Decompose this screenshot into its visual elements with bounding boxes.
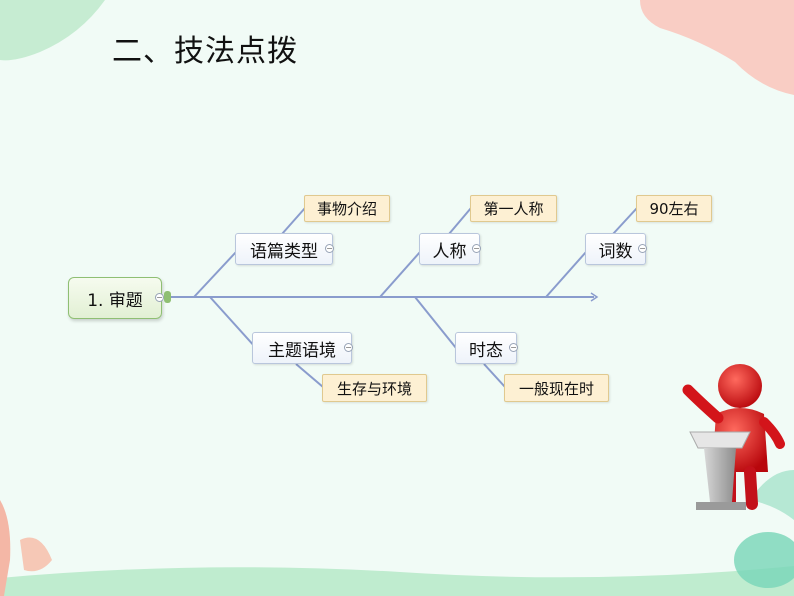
bottom-right-leaf — [734, 532, 794, 588]
branch-genre[interactable]: 语篇类型 — [235, 233, 333, 265]
branch-genre-collapse-icon[interactable]: − — [325, 244, 334, 253]
leaf-genre-label: 事物介绍 — [316, 200, 377, 218]
branch-tense-collapse-icon[interactable]: − — [509, 343, 518, 352]
branch-theme-collapse-icon[interactable]: − — [344, 343, 353, 352]
branch-theme[interactable]: 主题语境 — [252, 332, 352, 364]
branch-person-collapse-icon[interactable]: − — [472, 244, 481, 253]
slide-title: 二、技法点拨 — [112, 34, 298, 69]
leaf-tense-label: 一般现在时 — [518, 379, 594, 398]
leaf-wordcount: 90左右 — [636, 195, 712, 222]
top-left-blob — [0, 0, 105, 61]
speaker-podium-illustration — [682, 364, 785, 510]
right-palm-leaf — [750, 470, 794, 520]
connector-genre-leaf — [281, 207, 306, 235]
branch-tense-label: 时态 — [469, 340, 503, 361]
connector-tense — [414, 296, 457, 349]
connector-wordcount-leaf — [612, 207, 638, 235]
branch-wordcount-collapse-icon[interactable]: − — [638, 244, 647, 253]
branch-wordcount-label: 词数 — [598, 241, 633, 262]
leaf-theme: 生存与环境 — [322, 374, 427, 402]
leaf-tense: 一般现在时 — [504, 374, 609, 402]
connector-tense-leaf — [483, 363, 506, 388]
connector-person-leaf — [448, 207, 472, 235]
bottom-left-leaf-2 — [20, 537, 52, 572]
branch-tense[interactable]: 时态 — [455, 332, 517, 364]
leaf-genre: 事物介绍 — [304, 195, 390, 222]
leaf-theme-label: 生存与环境 — [336, 379, 412, 398]
root-connector-knob — [164, 291, 171, 303]
top-right-blob — [640, 0, 794, 95]
branch-genre-label: 语篇类型 — [250, 241, 318, 262]
connector-wordcount — [545, 251, 587, 298]
branch-wordcount[interactable]: 词数 — [585, 233, 646, 265]
arrow-end — [590, 292, 599, 302]
connector-theme-leaf — [295, 363, 324, 388]
leaf-wordcount-label: 90左右 — [649, 200, 699, 218]
leaf-person: 第一人称 — [470, 195, 557, 222]
connector-person — [379, 251, 421, 298]
root-collapse-icon[interactable]: − — [155, 293, 164, 302]
root-label: 1. 审题 — [87, 290, 143, 311]
branch-person-label: 人称 — [432, 241, 467, 262]
leaf-person-label: 第一人称 — [483, 200, 544, 218]
connector-genre — [193, 251, 237, 298]
bottom-wave — [0, 566, 794, 596]
bottom-left-leaf — [0, 500, 11, 596]
branch-theme-label: 主题语境 — [268, 340, 336, 361]
branch-person[interactable]: 人称 — [419, 233, 480, 265]
connector-theme — [209, 296, 257, 349]
root-node[interactable]: 1. 审题 — [68, 277, 162, 319]
